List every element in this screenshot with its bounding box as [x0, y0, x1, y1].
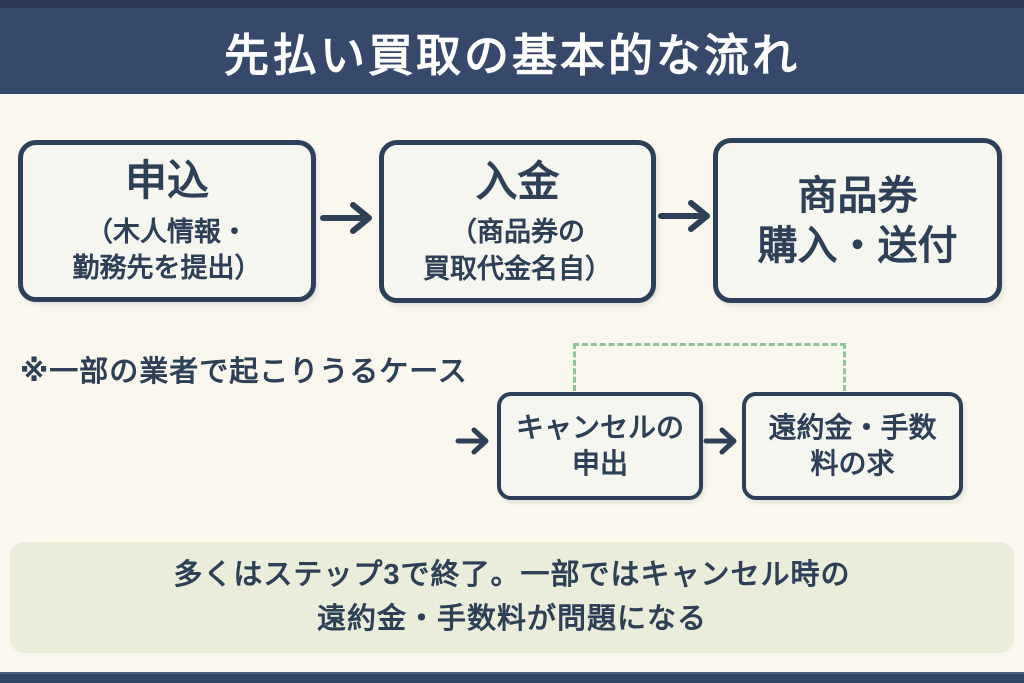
flow-step-cancel: キャンセルの 申出 [497, 392, 703, 500]
arrow-right-icon [703, 427, 737, 455]
flow-step-application: 申込 （木人情報・ 勤務先を提出） [18, 140, 316, 302]
arrow-right-icon [455, 427, 489, 455]
exception-note: ※一部の業者で起こりうるケース [20, 356, 468, 388]
flow-step-payment: 入金 （商品券の 買取代金名自） [379, 140, 656, 303]
step-subtitle: （木人情報・ 勤務先を提出） [72, 216, 262, 284]
arrow-right-icon [320, 202, 372, 234]
step-subtitle: （商品券の 買取代金名自） [423, 217, 612, 284]
flow-step-gift-certificate: 商品券 購入・送付 [713, 138, 1002, 303]
step-title: 遠約金・手数 料の求 [768, 411, 937, 479]
dashed-connector-line [573, 343, 846, 391]
step-title: 商品券 購入・送付 [757, 173, 958, 268]
summary-box: 多くはステップ3で終了。一部ではキャンセル時の 遠約金・手数料が問題になる [10, 542, 1014, 653]
step-title: 申込 [124, 157, 209, 205]
arrow-right-icon [658, 200, 710, 232]
summary-text: 多くはステップ3で終了。一部ではキャンセル時の 遠約金・手数料が問題になる [173, 559, 851, 635]
flow-step-penalty-fee: 遠約金・手数 料の求 [742, 392, 963, 500]
step-title: キャンセルの 申出 [515, 411, 684, 479]
step-title: 入金 [475, 157, 560, 205]
header-bar: 先払い買取の基本的な流れ [0, 0, 1024, 94]
page-title: 先払い買取の基本的な流れ [223, 29, 800, 81]
footer-bar [0, 672, 1024, 683]
